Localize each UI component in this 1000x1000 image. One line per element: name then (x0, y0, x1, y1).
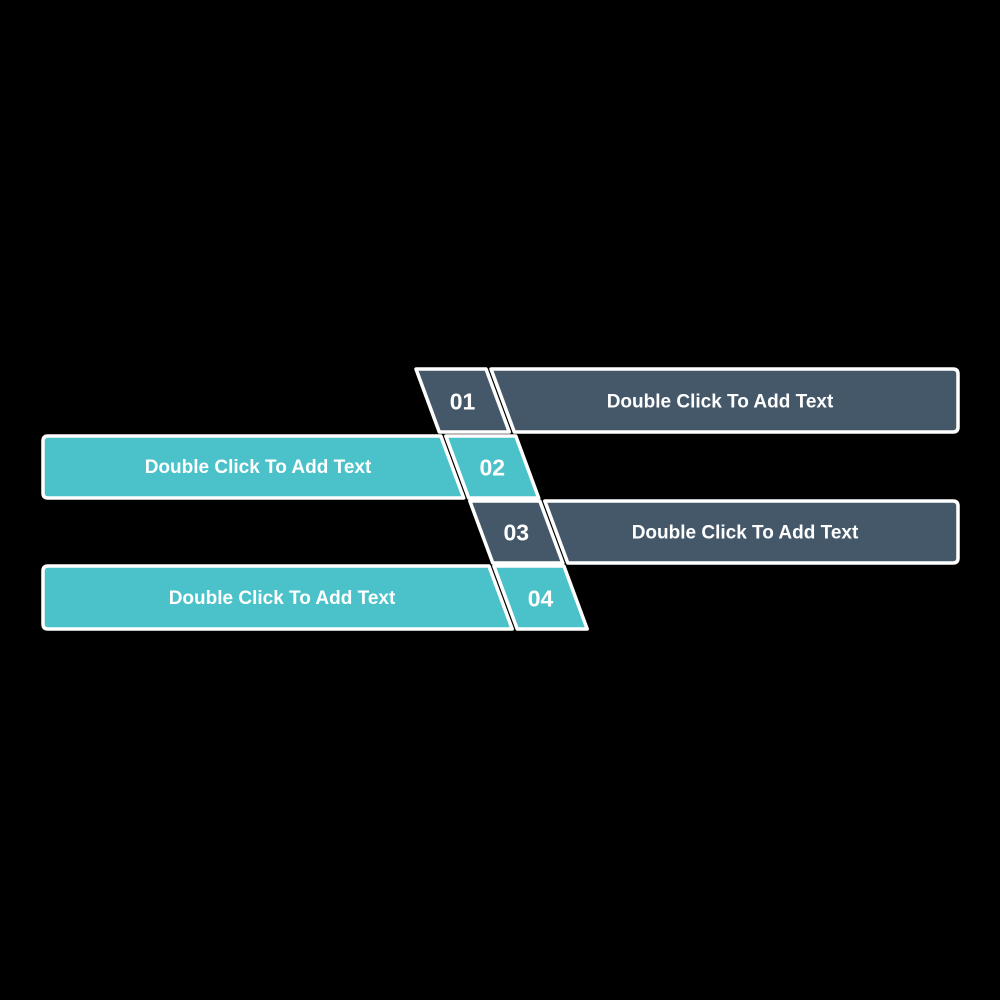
step-1-number-box[interactable] (414, 367, 512, 434)
step-2-text-bar[interactable] (41, 434, 466, 500)
step-4-label: Double Click To Add Text (169, 588, 396, 609)
step-2-number-box[interactable] (444, 434, 541, 500)
step-2-label: Double Click To Add Text (145, 457, 372, 478)
step-1-number: 01 (450, 389, 476, 415)
step-3-label: Double Click To Add Text (632, 523, 859, 544)
step-3-number: 03 (504, 520, 530, 546)
step-2: 02 Double Click To Add Text (41, 434, 541, 500)
step-4: 04 Double Click To Add Text (41, 564, 589, 631)
step-1-label: Double Click To Add Text (607, 392, 834, 413)
step-3: 03 Double Click To Add Text (468, 499, 960, 565)
step-3-text-bar[interactable] (543, 499, 960, 565)
step-1-text-bar[interactable] (489, 367, 960, 434)
step-2-number: 02 (480, 455, 506, 481)
step-1: 01 Double Click To Add Text (414, 367, 960, 434)
step-4-number-box[interactable] (492, 564, 589, 631)
step-4-number: 04 (528, 586, 554, 612)
step-4-text-bar[interactable] (41, 564, 514, 631)
step-3-number-box[interactable] (468, 499, 565, 565)
